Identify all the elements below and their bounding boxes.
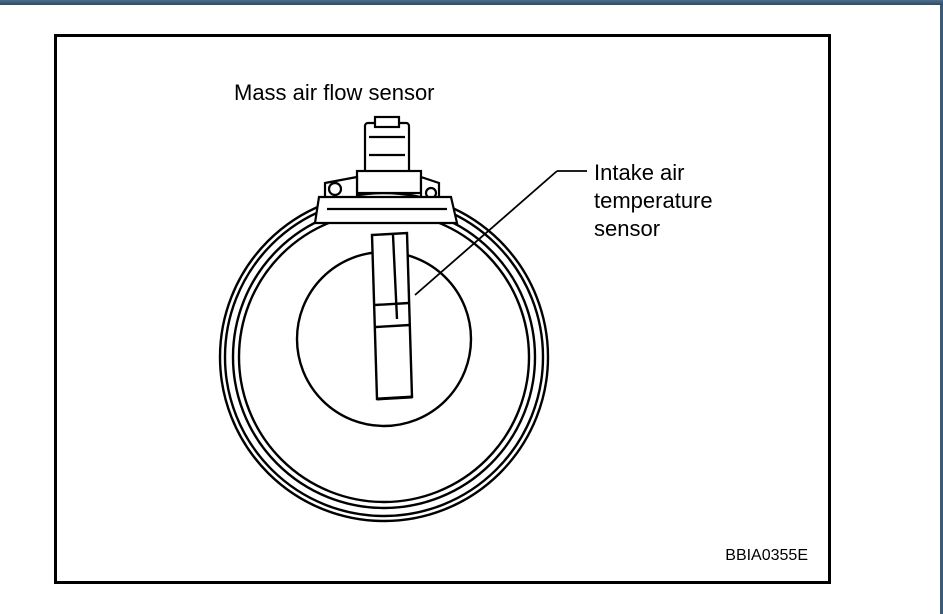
window-right-edge [940,5,943,614]
mass-air-flow-sensor-label: Mass air flow sensor [234,80,435,105]
connector-housing [313,115,459,225]
intake-label-line-2: temperature [594,188,713,213]
leader-line [414,170,558,296]
intake-label-line-3: sensor [594,216,661,241]
sensor-probe [370,231,414,401]
diagram-frame: Mass air flow sensor Intake air temperat… [54,34,831,584]
window-top-bar [0,0,943,5]
intake-air-temperature-sensor-label: Intake air temperature sensor [594,159,713,243]
figure-code: BBIA0355E [725,547,808,564]
intake-label-line-1: Intake air [594,160,685,185]
sensor-illustration [218,115,587,523]
